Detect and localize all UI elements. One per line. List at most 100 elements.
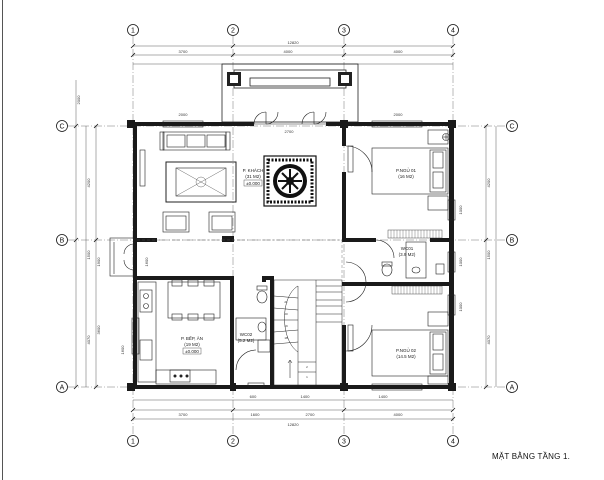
room-name-bedroom-02: P.NGỦ 02	[396, 347, 416, 353]
dimension-lines	[75, 45, 497, 420]
ceiling-medallion	[263, 155, 317, 207]
axis-label-c-right: C	[509, 124, 514, 131]
dim-right-small-2: 1000	[458, 257, 463, 267]
axis-label-1-top: 1	[131, 28, 135, 35]
stair-step-number: 18	[284, 336, 288, 340]
bedroom-01-plant	[442, 133, 450, 141]
ceiling-outline	[137, 239, 343, 282]
kitchen-furniture	[137, 279, 221, 385]
dimension-ticks	[73, 43, 489, 422]
rug-pattern	[175, 167, 227, 197]
axis-bubble-a-right	[506, 381, 518, 393]
porch	[221, 63, 359, 123]
dim-top-seg-3: 4000	[394, 49, 404, 54]
axis-label-b-right: B	[510, 238, 515, 245]
dim-right-seg-2: 1500	[486, 250, 491, 260]
axis-label-a-left: A	[60, 385, 65, 392]
axis-bubble-c-right	[506, 120, 518, 132]
dim-right-small-1: 1000	[458, 205, 463, 215]
axis-label-4-bottom: 4	[451, 439, 455, 446]
axis-bubble-a-left	[56, 381, 68, 393]
axis-label-c-left: C	[59, 124, 64, 131]
wc02-fixtures	[235, 285, 271, 388]
room-name-kitchen: P. BẾP, ĂN	[181, 335, 203, 341]
windows	[131, 120, 456, 391]
axis-bubble-4-top	[447, 24, 459, 36]
drawing-title: MẶT BẰNG TẦNG 1.	[492, 452, 571, 461]
dim-left-seg-3: 4070	[86, 335, 91, 345]
dim-bottom-small-3: 1400	[379, 394, 389, 399]
stair-step-number: 21	[284, 300, 288, 304]
dim-right-seg-1: 4200	[486, 178, 491, 188]
axis-bubble-b-left	[56, 234, 68, 246]
stair-step-number: 2	[306, 365, 308, 369]
room-name-wc02: WC02	[240, 332, 253, 337]
dim-top-total: 12820	[287, 40, 299, 45]
axis-label-2-bottom: 2	[231, 439, 235, 446]
room-area-bedroom-01: (16 M2)	[398, 174, 414, 179]
stair-up-arrow	[287, 359, 293, 378]
room-level-kitchen: ±0.000	[185, 349, 199, 354]
sheet-border-left	[2, 0, 3, 480]
axis-label-4-top: 4	[451, 28, 455, 35]
axis-bubble-4-bottom	[447, 435, 459, 447]
wardrobes	[387, 229, 443, 295]
room-area-wc02: (5.2 M2)	[238, 338, 255, 343]
room-name-living: P. KHÁCH	[243, 167, 264, 173]
room-area-wc01: (3.9 M2)	[399, 252, 416, 257]
stair-step-number: 1	[306, 375, 308, 379]
axis-bubble-2-top	[227, 24, 239, 36]
room-area-kitchen: (19 M2)	[184, 342, 200, 347]
level-marker-box	[243, 179, 263, 187]
stair-step-numbers: 21 20 19 18 2 1	[284, 300, 308, 379]
dim-bottom-seg-2: 1600	[251, 412, 261, 417]
room-name-wc01: WC01	[401, 246, 414, 251]
dim-bottom-seg-4: 4000	[394, 412, 404, 417]
axis-label-b-left: B	[60, 238, 65, 245]
axis-bubble-1-top	[127, 24, 139, 36]
stair-step-number: 19	[284, 324, 288, 328]
stove-icon	[173, 374, 189, 378]
main-entrance-doors	[253, 111, 327, 125]
interior-walls	[137, 126, 450, 387]
room-area-living: (31 M2)	[245, 174, 261, 179]
porch-columns	[227, 72, 352, 86]
dim-left-small-4: 3600	[96, 325, 101, 335]
dim-left-top: 2000	[76, 95, 81, 105]
bedroom-02-furniture	[345, 261, 449, 385]
living-room-furniture	[139, 131, 237, 233]
axis-label-3-bottom: 3	[342, 439, 346, 446]
dim-left-small-1: 1900	[96, 257, 101, 267]
axis-bubble-2-bottom	[227, 435, 239, 447]
room-name-bedroom-01: P.NGỦ 01	[396, 167, 416, 173]
axis-label-2-top: 2	[231, 28, 235, 35]
dim-top-small-1: 2000	[179, 112, 189, 117]
axis-bubble-1-bottom	[127, 435, 139, 447]
room-level-living: ±0.000	[246, 181, 260, 186]
dim-top-small-2: 2700	[285, 129, 295, 134]
room-area-bedroom-02: (14.5 M2)	[396, 354, 416, 359]
bedroom-01-furniture	[345, 129, 449, 211]
side-entrance	[109, 237, 135, 277]
dim-left-small-2: 1600	[144, 257, 149, 267]
axis-bubbles	[56, 24, 518, 447]
dim-right-seg-3: 4070	[486, 335, 491, 345]
staircase	[273, 279, 343, 386]
axis-bubble-b-right	[506, 234, 518, 246]
level-marker-box	[182, 347, 202, 355]
dim-right-small-3: 1000	[458, 302, 463, 312]
wc01-fixtures	[375, 239, 445, 279]
dim-top-seg-2: 4000	[284, 49, 294, 54]
dim-left-small-3: 1600	[120, 345, 125, 355]
dim-bottom-total: 12820	[287, 422, 299, 427]
axis-label-3-top: 3	[342, 28, 346, 35]
dim-left-seg-1: 4200	[86, 178, 91, 188]
axis-label-a-right: A	[510, 385, 515, 392]
stair-step-number: 20	[284, 312, 288, 316]
axis-label-1-bottom: 1	[131, 439, 135, 446]
axis-bubble-c-left	[56, 120, 68, 132]
dim-bottom-seg-3: 2700	[306, 412, 316, 417]
dim-bottom-seg-1: 3700	[179, 412, 189, 417]
dim-bottom-small-2: 1400	[301, 394, 311, 399]
